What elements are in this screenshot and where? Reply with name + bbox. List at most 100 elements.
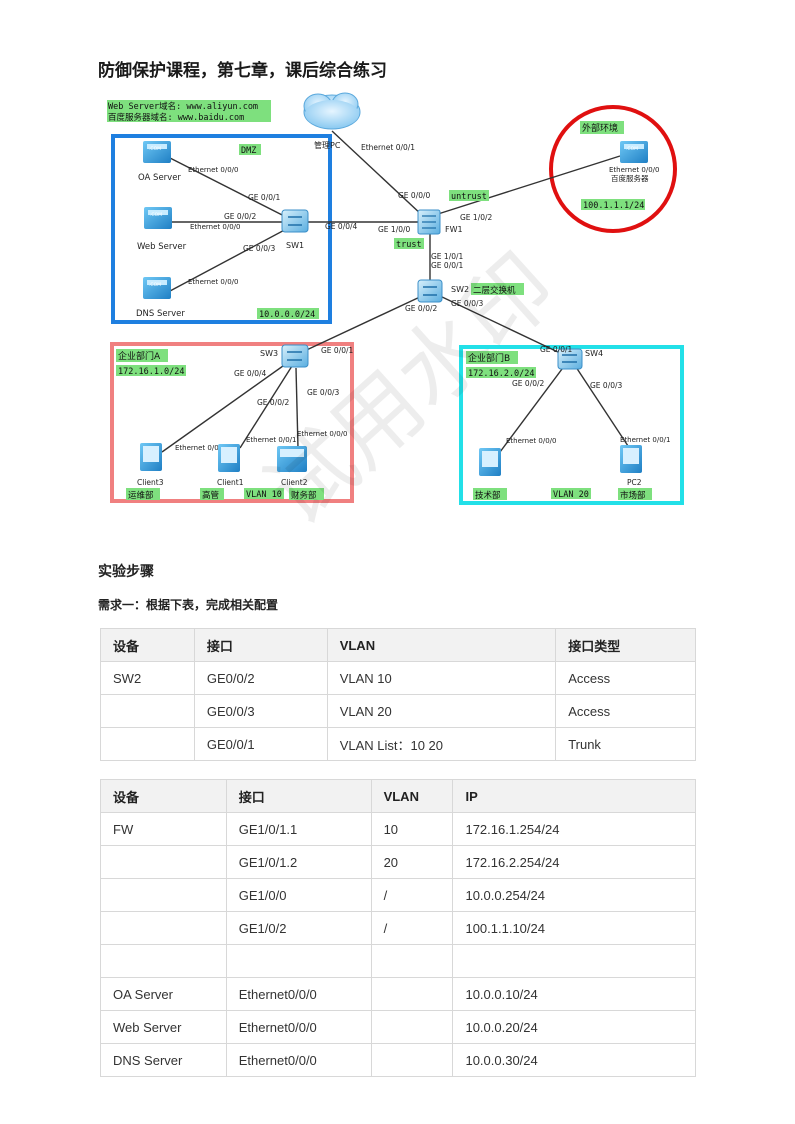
sw1-ge003: GE 0/0/3 xyxy=(243,244,276,253)
table-row: OA Server Ethernet0/0/0 10.0.0.10/24 xyxy=(100,977,696,1011)
table-cell xyxy=(225,944,372,978)
table-cell: 10.0.0.10/24 xyxy=(452,977,696,1011)
table-cell: Ethernet0/0/0 xyxy=(225,977,372,1011)
dns-server-port: Ethernet 0/0/0 xyxy=(188,278,238,286)
table-header: VLAN xyxy=(370,779,454,813)
ip-config-table: 设备 接口 VLAN IP FW GE1/0/1.1 10 172.16.1.2… xyxy=(100,779,696,1077)
table-header: 接口 xyxy=(225,779,372,813)
sw3-label: SW3 xyxy=(260,349,278,358)
table-cell: Ethernet0/0/0 xyxy=(225,1010,372,1044)
table-cell: Web Server xyxy=(100,1010,227,1044)
table-cell: / xyxy=(370,878,454,912)
client1-label: Client1 xyxy=(217,478,244,487)
sw2-switch-icon xyxy=(417,279,443,303)
table-cell: VLAN 20 xyxy=(326,694,557,728)
dept-a-label: 企业部门A xyxy=(118,350,161,362)
requirement-title: 需求一：根据下表，完成相关配置 xyxy=(98,598,279,612)
table-cell: GE0/0/1 xyxy=(193,727,328,761)
table-cell: / xyxy=(370,911,454,945)
sw2-ge003: GE 0/0/3 xyxy=(451,299,484,308)
table-cell xyxy=(100,694,195,728)
vlan-config-table: 设备 接口 VLAN 接口类型 SW2 GE0/0/2 VLAN 10 Acce… xyxy=(100,628,696,761)
network-topology-diagram: Web Server域名: www.aliyun.com 百度服务器域名: ww… xyxy=(107,92,684,505)
cloud-port: Ethernet 0/0/1 xyxy=(361,143,415,152)
vlan10-label: VLAN 10 xyxy=(246,490,282,500)
client2-label: Client2 xyxy=(281,478,308,487)
table-row: FW GE1/0/1.1 10 172.16.1.254/24 xyxy=(100,812,696,846)
sw2-name: 二层交换机 xyxy=(473,285,516,296)
table-cell: VLAN 10 xyxy=(326,661,557,695)
untrust-label: untrust xyxy=(451,192,487,202)
table-header: 接口类型 xyxy=(555,628,696,662)
table-cell: GE1/0/2 xyxy=(225,911,372,945)
table-header: 接口 xyxy=(193,628,328,662)
sw3-ge004: GE 0/0/4 xyxy=(234,369,267,378)
sw3-ge002: GE 0/0/2 xyxy=(257,398,290,407)
pc1-port: Ethernet 0/0/0 xyxy=(506,437,556,445)
table-cell xyxy=(100,845,227,879)
table-header-row: 设备 接口 VLAN IP xyxy=(100,779,696,813)
table-cell: GE0/0/2 xyxy=(193,661,328,695)
table-cell: GE1/0/0 xyxy=(225,878,372,912)
dmz-subnet: 10.0.0.0/24 xyxy=(259,310,315,320)
sw2-label: SW2 xyxy=(451,285,469,294)
pc2-port: Ethernet 0/0/1 xyxy=(620,436,670,444)
baidu-server-icon: .COM xyxy=(620,141,648,163)
fw1-ge100: GE 1/0/0 xyxy=(378,225,411,234)
dns-server-icon: .COM xyxy=(143,277,171,299)
sw2-ge001: GE 0/0/1 xyxy=(431,261,464,270)
sw1-ge002: GE 0/0/2 xyxy=(224,212,257,221)
table-cell: 172.16.2.254/24 xyxy=(452,845,696,879)
dept-a-zone xyxy=(110,342,354,503)
section-title: 实验步骤 xyxy=(98,564,154,580)
table-cell: Access xyxy=(555,694,696,728)
sw1-ge001: GE 0/0/1 xyxy=(248,193,281,202)
pc1-pc-icon xyxy=(479,448,501,476)
table-cell: 10 xyxy=(370,812,454,846)
table-cell: 20 xyxy=(370,845,454,879)
table-cell xyxy=(370,977,454,1011)
web-server-icon: .COM xyxy=(144,207,172,229)
table-row: GE1/0/1.2 20 172.16.2.254/24 xyxy=(100,845,696,879)
pc2-pc-icon xyxy=(620,445,642,473)
client1-pc-icon xyxy=(218,444,240,472)
dept-gaoguan: 高管 xyxy=(202,490,219,501)
table-row: DNS Server Ethernet0/0/0 10.0.0.30/24 xyxy=(100,1043,696,1077)
table-cell: 172.16.1.254/24 xyxy=(452,812,696,846)
table-cell xyxy=(100,727,195,761)
table-row: GE0/0/1 VLAN List：10 20 Trunk xyxy=(100,727,696,761)
table-cell: GE1/0/1.1 xyxy=(225,812,372,846)
client3-label: Client3 xyxy=(137,478,164,487)
external-zone xyxy=(549,105,677,233)
table-cell xyxy=(370,1043,454,1077)
cloud-label: 管理PC xyxy=(314,140,341,150)
table-cell: OA Server xyxy=(100,977,227,1011)
sw4-ge001: GE 0/0/1 xyxy=(540,345,573,354)
oa-server-label: OA Server xyxy=(138,173,181,183)
svg-text:.COM: .COM xyxy=(150,212,162,218)
dept-b-subnet: 172.16.2.0/24 xyxy=(468,369,535,379)
dept-jishu: 技术部 xyxy=(475,490,501,501)
sw3-ge003: GE 0/0/3 xyxy=(307,388,340,397)
sw4-switch-icon xyxy=(557,348,583,370)
table-cell: SW2 xyxy=(100,661,195,695)
trust-label: trust xyxy=(396,240,422,250)
baidu-server-port: Ethernet 0/0/0 xyxy=(609,166,659,174)
table-cell: 10.0.0.30/24 xyxy=(452,1043,696,1077)
table-header: 设备 xyxy=(100,779,227,813)
sw3-ge001: GE 0/0/1 xyxy=(321,346,354,355)
table-cell: DNS Server xyxy=(100,1043,227,1077)
table-header-row: 设备 接口 VLAN 接口类型 xyxy=(100,628,696,662)
client1-port: Ethernet 0/0/1 xyxy=(246,436,296,444)
fw1-label: FW1 xyxy=(445,225,463,234)
table-cell: Access xyxy=(555,661,696,695)
table-cell xyxy=(452,944,696,978)
dept-a-subnet: 172.16.1.0/24 xyxy=(118,367,185,377)
client2-port: Ethernet 0/0/0 xyxy=(297,430,347,438)
table-cell: 100.1.1.10/24 xyxy=(452,911,696,945)
client2-pc-icon xyxy=(277,446,307,472)
table-cell: Ethernet0/0/0 xyxy=(225,1043,372,1077)
table-cell: GE0/0/3 xyxy=(193,694,328,728)
links xyxy=(161,130,633,453)
table-row: SW2 GE0/0/2 VLAN 10 Access xyxy=(100,661,696,695)
